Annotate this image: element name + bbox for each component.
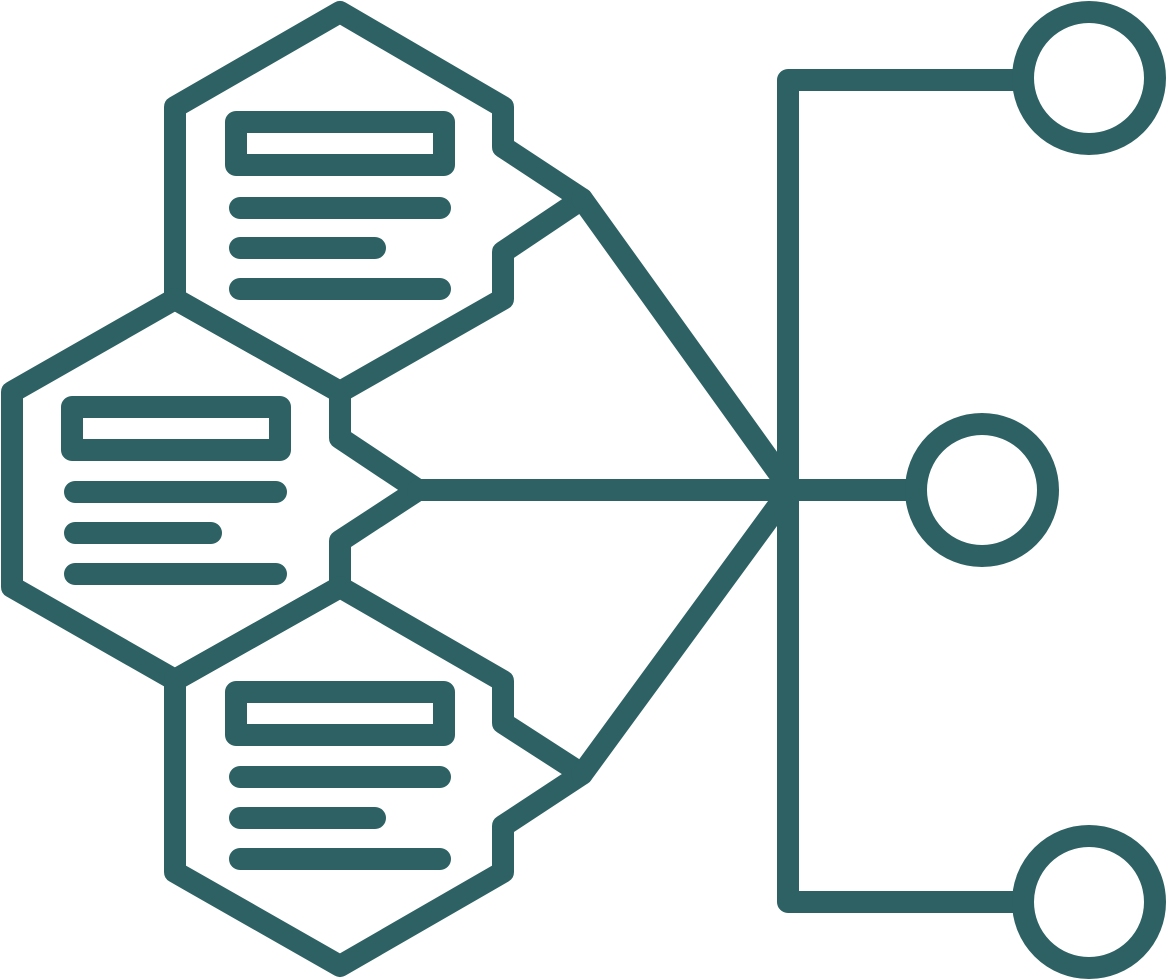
branch-bracket <box>777 69 1031 913</box>
connector-lines <box>407 188 923 785</box>
middle-hexagon-card <box>1 288 429 691</box>
middle-card-title-box <box>61 396 291 461</box>
bottom-hexagon-outline <box>164 576 593 977</box>
node-top-circle <box>1012 1 1166 155</box>
middle-hexagon-outline <box>1 288 429 691</box>
terminal-nodes <box>905 1 1166 979</box>
node-middle-circle <box>905 413 1059 567</box>
bottom-card-title-box <box>225 681 455 746</box>
bottom-hexagon-card <box>164 576 593 977</box>
top-card-title-box <box>225 111 455 176</box>
top-hexagon-card <box>164 1 593 403</box>
node-bottom-circle <box>1012 825 1166 979</box>
connector-bottom <box>571 495 789 785</box>
top-hexagon-outline <box>164 1 593 403</box>
branch-bracket-line <box>777 69 1031 913</box>
connector-top <box>571 188 789 483</box>
